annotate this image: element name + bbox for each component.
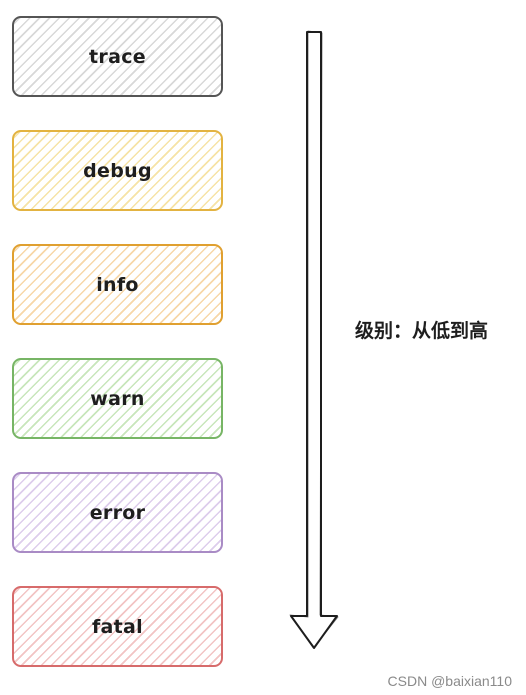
- level-box-fatal: fatal: [12, 586, 223, 667]
- level-label-info: info: [96, 273, 139, 296]
- down-arrow-icon: [289, 30, 339, 649]
- level-label-warn: warn: [90, 387, 145, 410]
- level-label-trace: trace: [89, 45, 146, 68]
- level-box-info: info: [12, 244, 223, 325]
- level-box-trace: trace: [12, 16, 223, 97]
- level-box-warn: warn: [12, 358, 223, 439]
- level-box-error: error: [12, 472, 223, 553]
- level-box-debug: debug: [12, 130, 223, 211]
- watermark: CSDN @baixian110: [387, 673, 512, 689]
- level-order-caption: 级别：从低到高: [355, 320, 489, 342]
- level-label-debug: debug: [83, 159, 152, 182]
- level-label-error: error: [89, 501, 146, 524]
- level-label-fatal: fatal: [91, 615, 143, 638]
